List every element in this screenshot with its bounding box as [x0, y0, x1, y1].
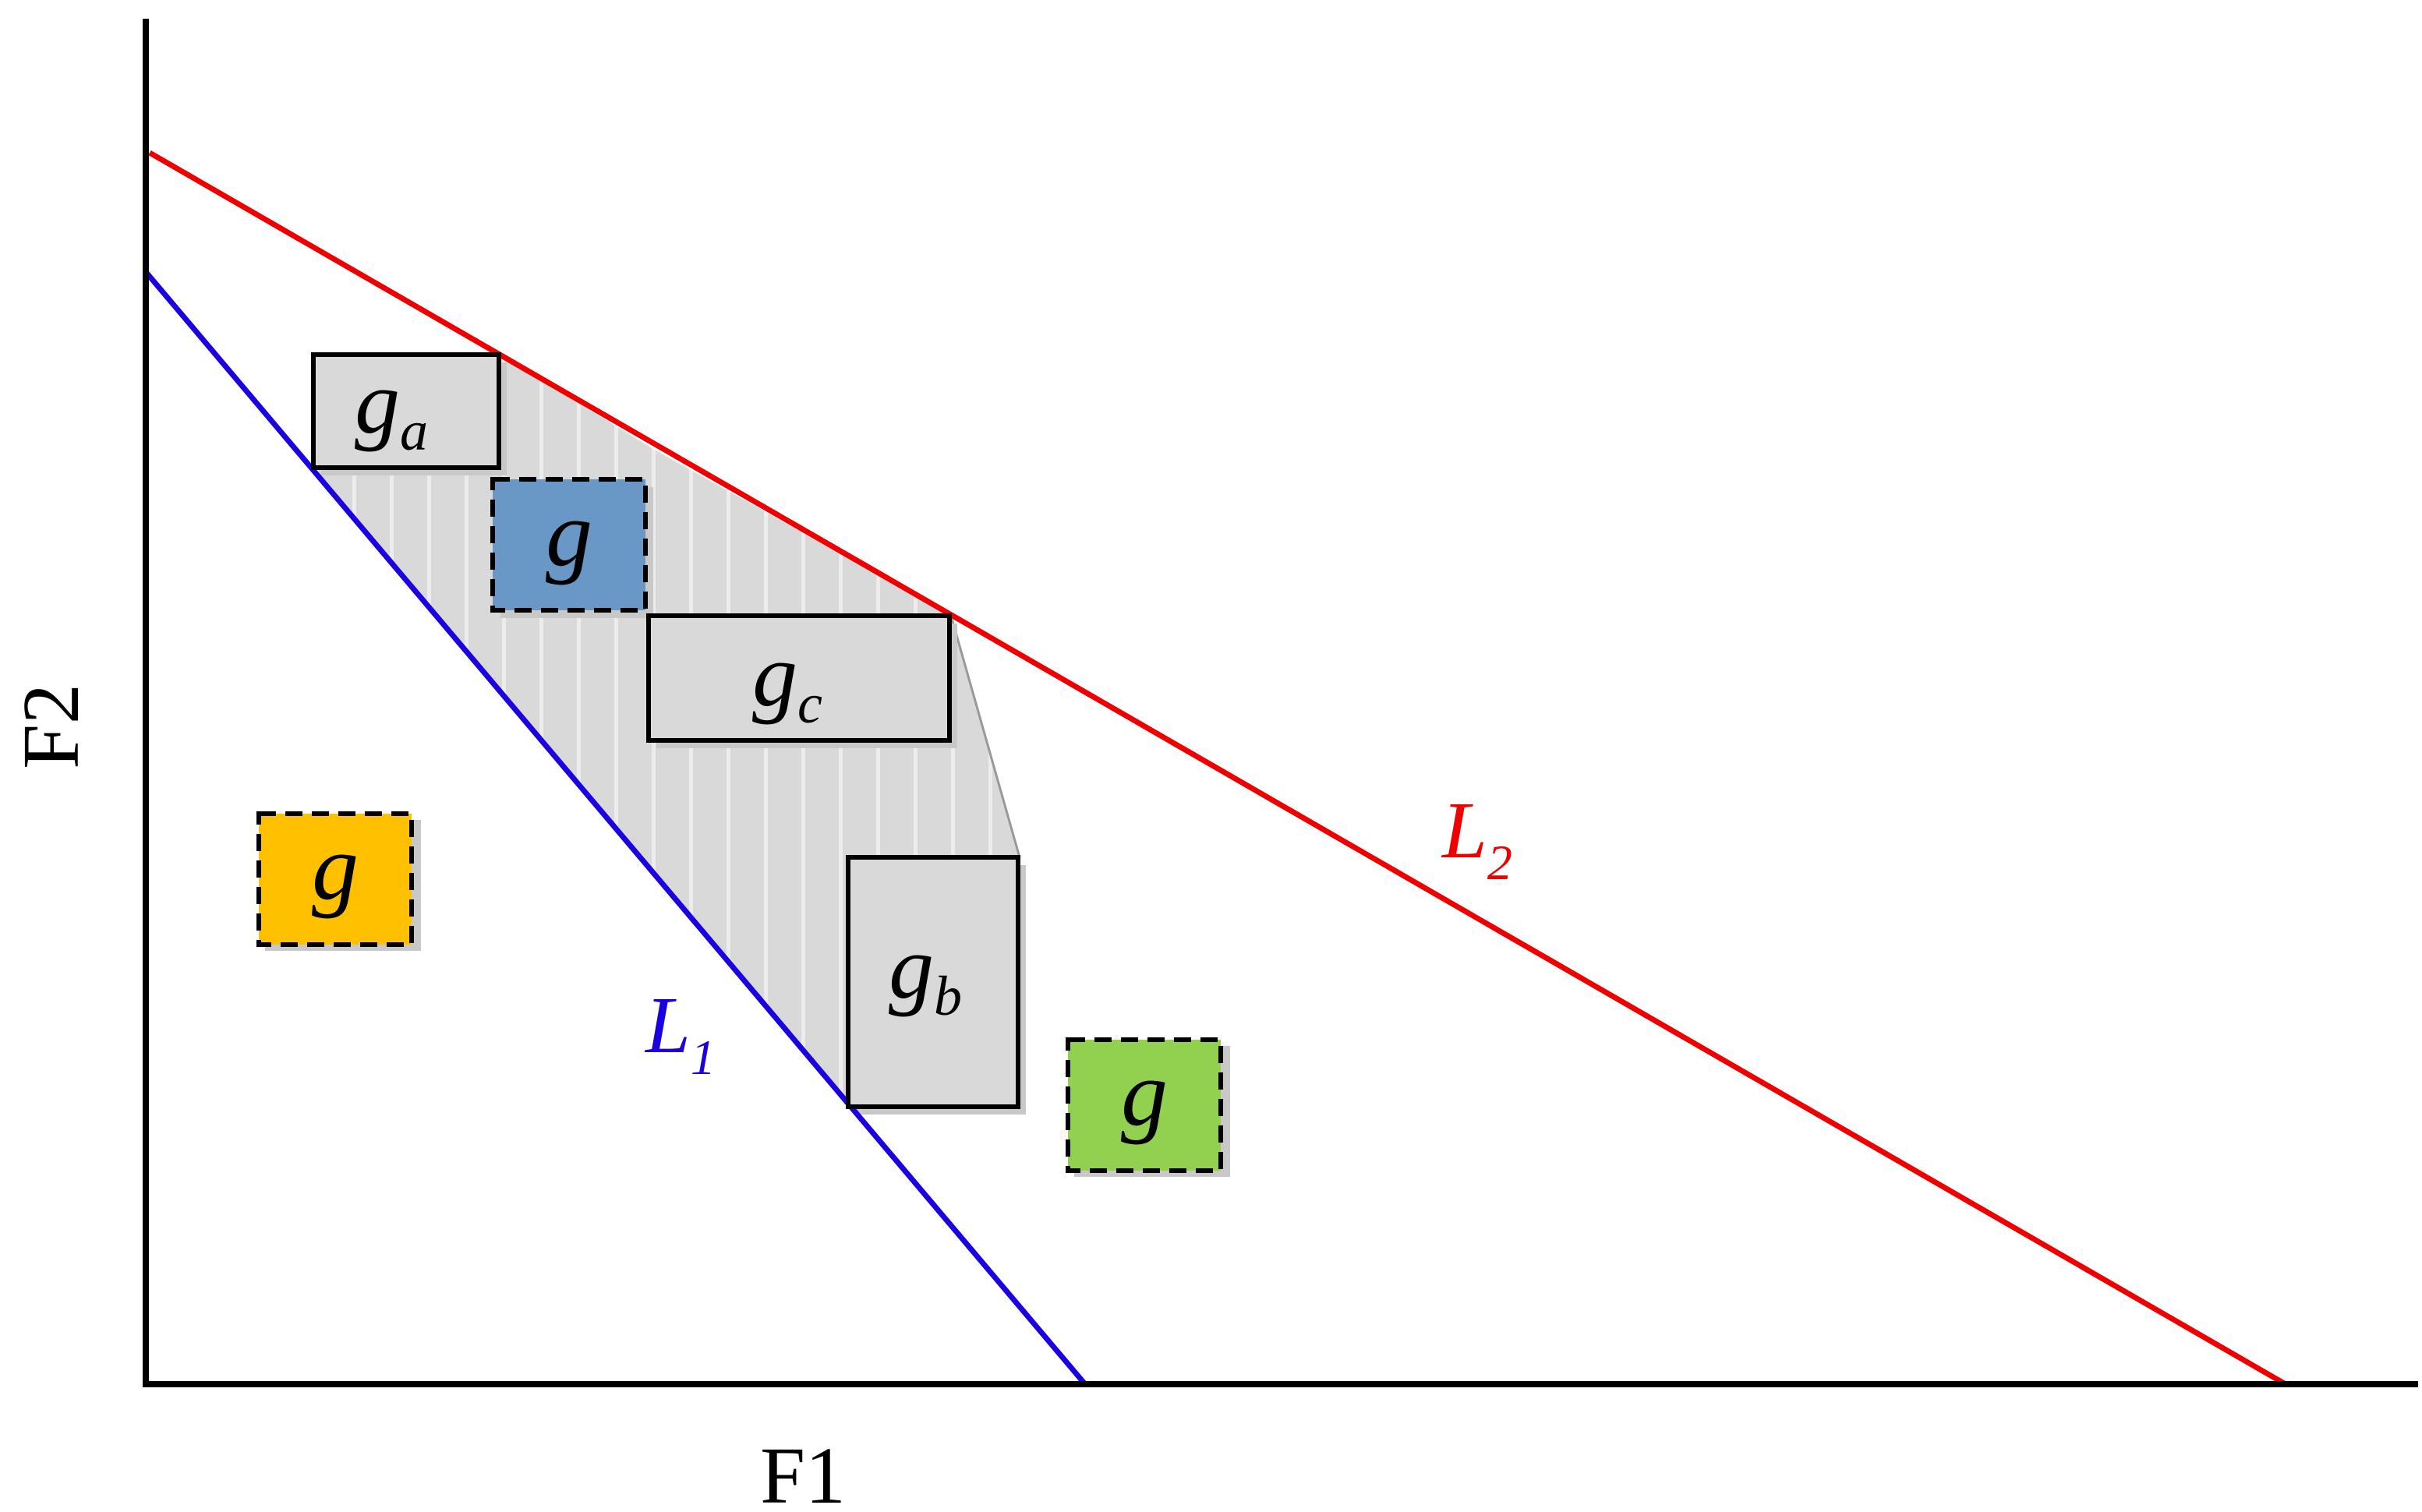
box-gb-label-sub: b	[934, 965, 962, 1027]
l2-label-sub: 2	[1487, 835, 1512, 890]
box-g-green-label: g	[1121, 1041, 1168, 1145]
line-l2	[148, 150, 2287, 1387]
box-g-orange-rect	[256, 811, 414, 947]
box-gc-label-main: g	[752, 626, 797, 726]
box-gb: gb	[846, 855, 1020, 1109]
box-gc-label-sub: c	[797, 673, 822, 735]
l2-label: L2	[1441, 786, 1512, 890]
box-ga-label-main: g	[355, 353, 400, 453]
box-g-orange-label: g	[312, 815, 359, 919]
line-l1	[144, 270, 1087, 1387]
y-axis-label: F2	[6, 684, 96, 769]
box-ga-label-sub: a	[400, 400, 428, 462]
box-gc: gc	[646, 613, 952, 743]
box-ga: ga	[311, 352, 501, 470]
l1-label-sub: 1	[691, 1030, 716, 1085]
region-edge	[949, 615, 1021, 858]
box-ga-rect	[311, 352, 501, 470]
box-ga-label: ga	[355, 353, 428, 462]
box-g-green-rect	[1066, 1037, 1223, 1173]
box-g-orange: g	[256, 811, 414, 947]
box-gb-label-main: g	[889, 918, 934, 1018]
box-g-blue: g	[490, 477, 648, 613]
l2-label-main: L	[1441, 786, 1487, 875]
box-gb-rect	[846, 855, 1020, 1109]
box-g-green: g	[1066, 1037, 1223, 1173]
l1-label: L1	[644, 980, 716, 1085]
box-gc-rect	[646, 613, 952, 743]
box-g-blue-label: g	[546, 482, 592, 585]
x-axis-label: F1	[760, 1431, 846, 1512]
l1-label-main: L	[644, 980, 691, 1070]
box-gc-label: gc	[752, 626, 822, 735]
box-g-blue-rect	[490, 477, 648, 613]
box-gb-label: gb	[889, 918, 962, 1027]
